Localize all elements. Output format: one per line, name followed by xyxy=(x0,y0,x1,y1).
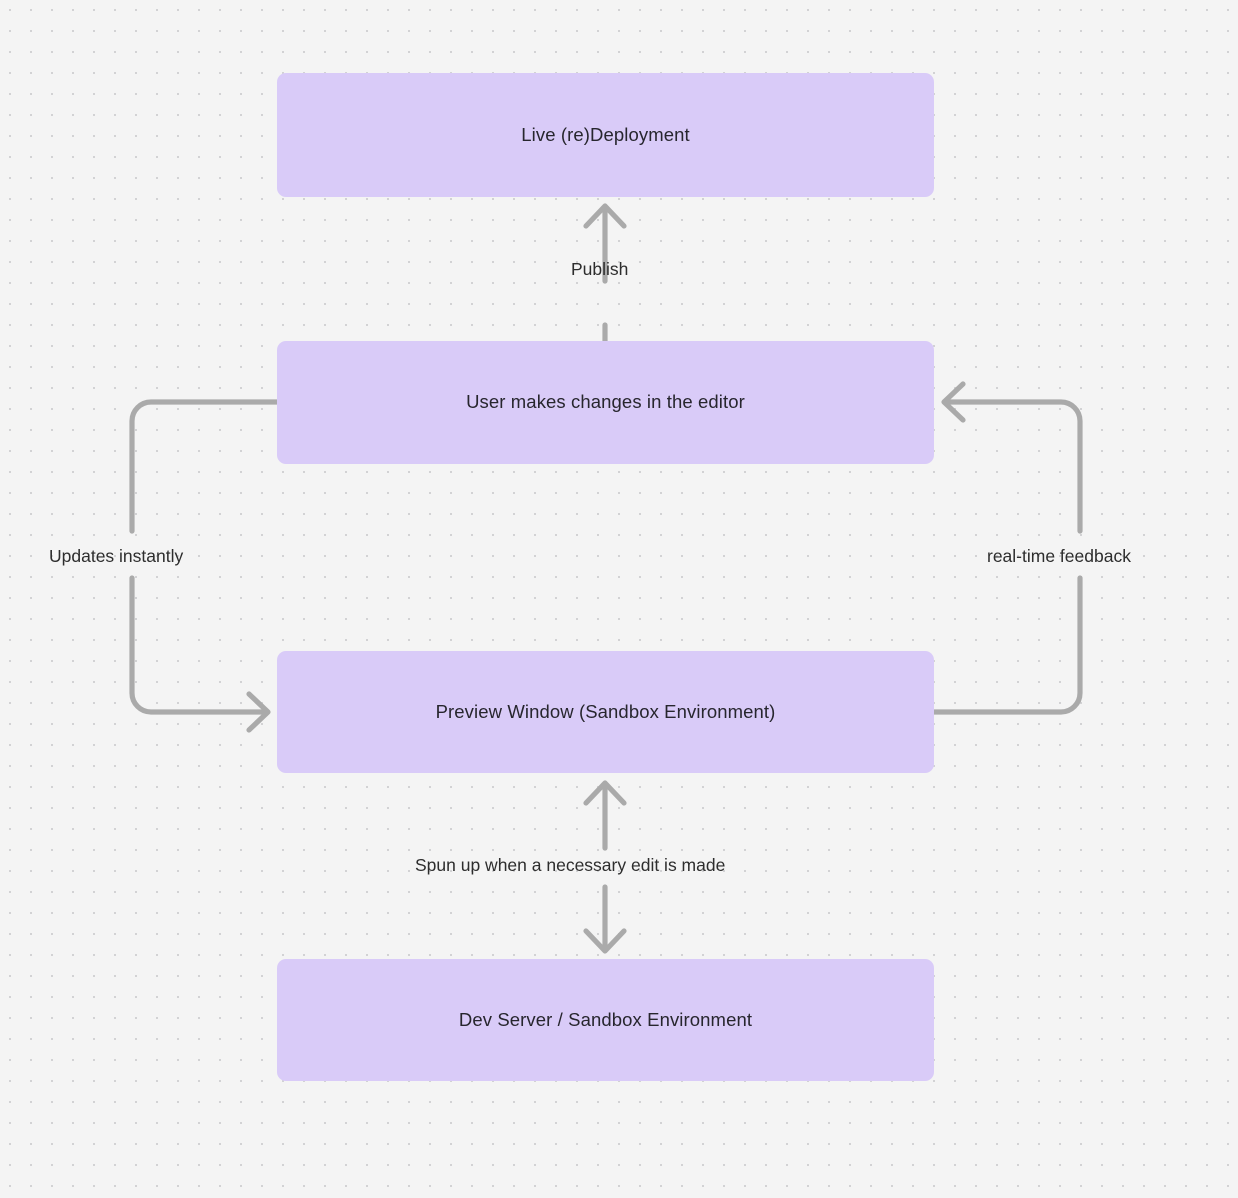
node-user-makes-changes[interactable]: User makes changes in the editor xyxy=(277,341,934,464)
edge-updates-instantly xyxy=(129,399,280,733)
edge-label-real-time-feedback: real-time feedback xyxy=(987,546,1131,566)
edge-label-updates-instantly: Updates instantly xyxy=(49,546,184,566)
node-preview-window[interactable]: Preview Window (Sandbox Environment) xyxy=(277,651,934,773)
node-label: User makes changes in the editor xyxy=(466,391,745,413)
edge-label-publish: Publish xyxy=(571,259,629,279)
edge-label-spun-up: Spun up when a necessary edit is made xyxy=(415,855,726,875)
node-live-redeployment[interactable]: Live (re)Deployment xyxy=(277,73,934,197)
node-label: Live (re)Deployment xyxy=(521,123,690,145)
node-dev-server[interactable]: Dev Server / Sandbox Environment xyxy=(277,959,934,1081)
node-label: Preview Window (Sandbox Environment) xyxy=(435,700,776,722)
node-label: Dev Server / Sandbox Environment xyxy=(458,1008,753,1030)
